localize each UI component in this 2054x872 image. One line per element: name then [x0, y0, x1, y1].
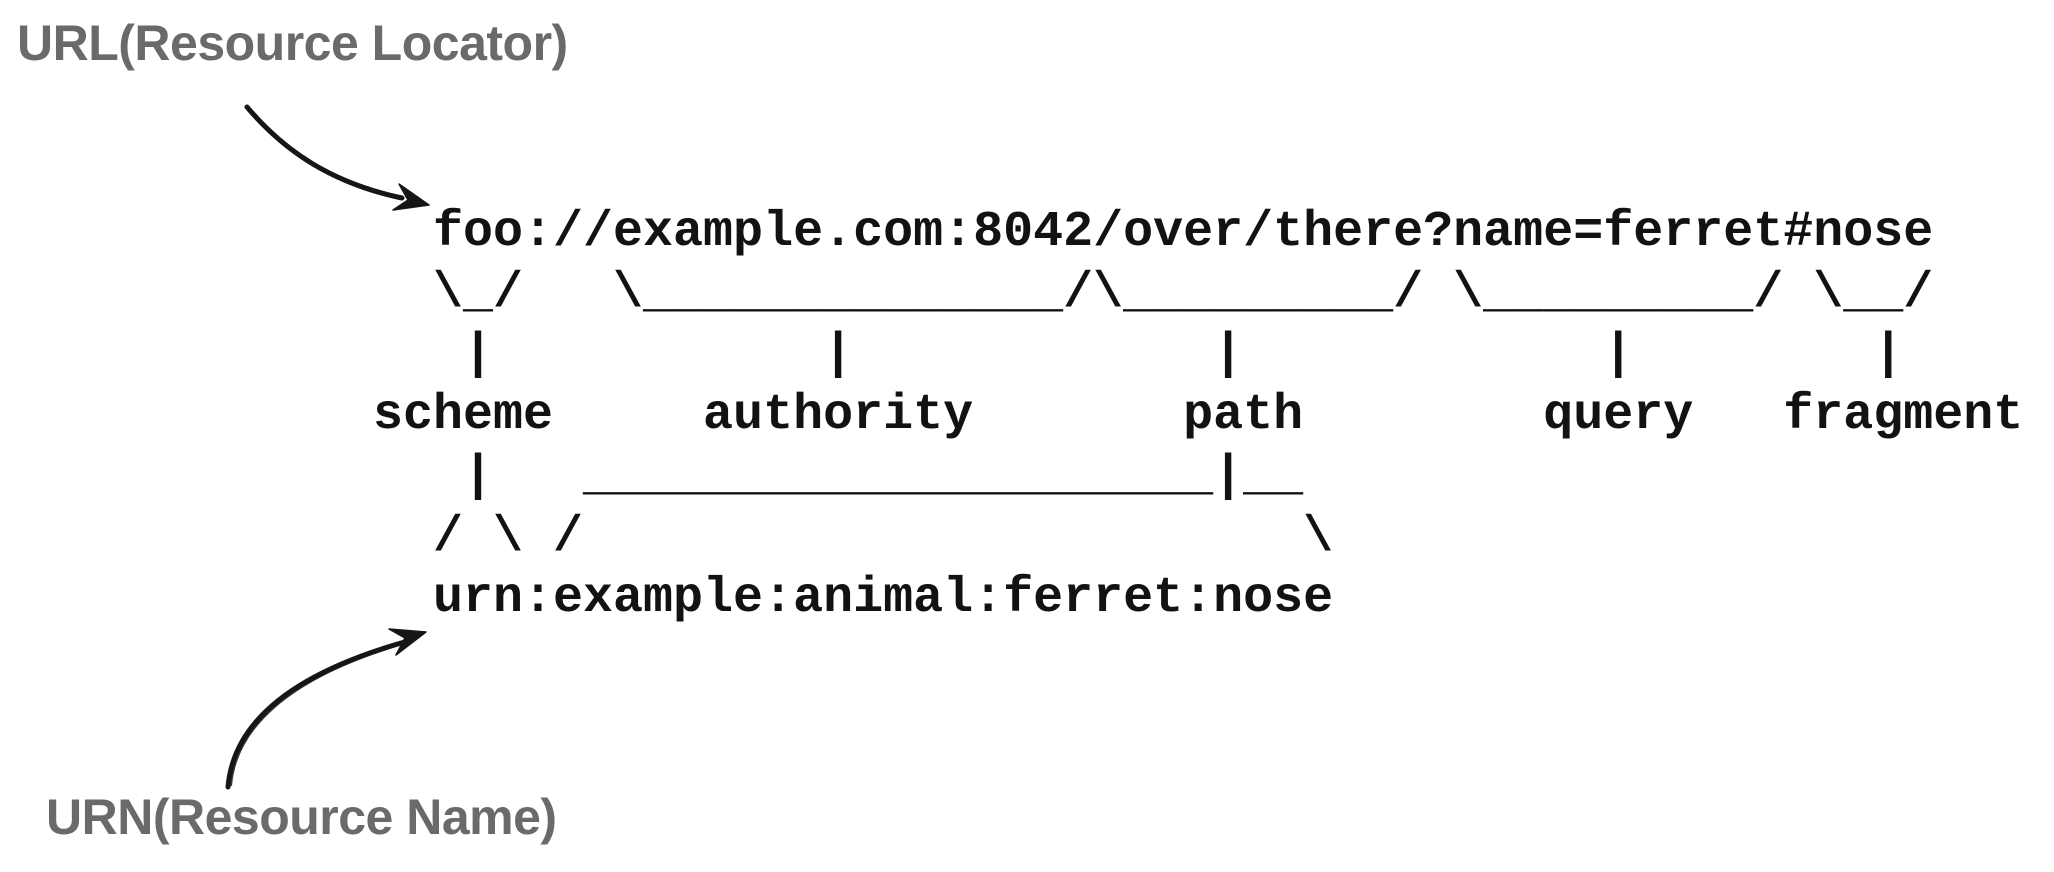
- urn-connector-bottom-line: / \ / \: [373, 509, 1334, 566]
- url-arrow-shaft-texture: [247, 108, 402, 201]
- uri-example-line: foo://example.com:8042/over/there?name=f…: [373, 204, 1934, 261]
- uri-ascii-diagram: foo://example.com:8042/over/there?name=f…: [373, 202, 2023, 629]
- urn-resource-name-label: URN(Resource Name): [46, 789, 557, 845]
- urn-example-line: urn:example:animal:ferret:nose: [373, 570, 1334, 627]
- url-arrow-shaft: [244, 104, 405, 201]
- urn-arrow: [225, 628, 427, 790]
- uri-underbrace-line: \_/ \______________/\_________/ \_______…: [373, 265, 1934, 322]
- url-resource-locator-label: URL(Resource Locator): [17, 15, 568, 71]
- urn-arrow-shaft-texture: [229, 641, 408, 787]
- uri-component-labels-line: scheme authority path query fragment: [373, 387, 2024, 444]
- urn-arrow-head-icon: [388, 628, 427, 656]
- uri-pointer-line: | | | | |: [373, 326, 1904, 383]
- urn-connector-top-line: | _____________________|__: [373, 448, 1304, 505]
- urn-arrow-shaft: [225, 638, 411, 790]
- url-arrow: [244, 104, 430, 211]
